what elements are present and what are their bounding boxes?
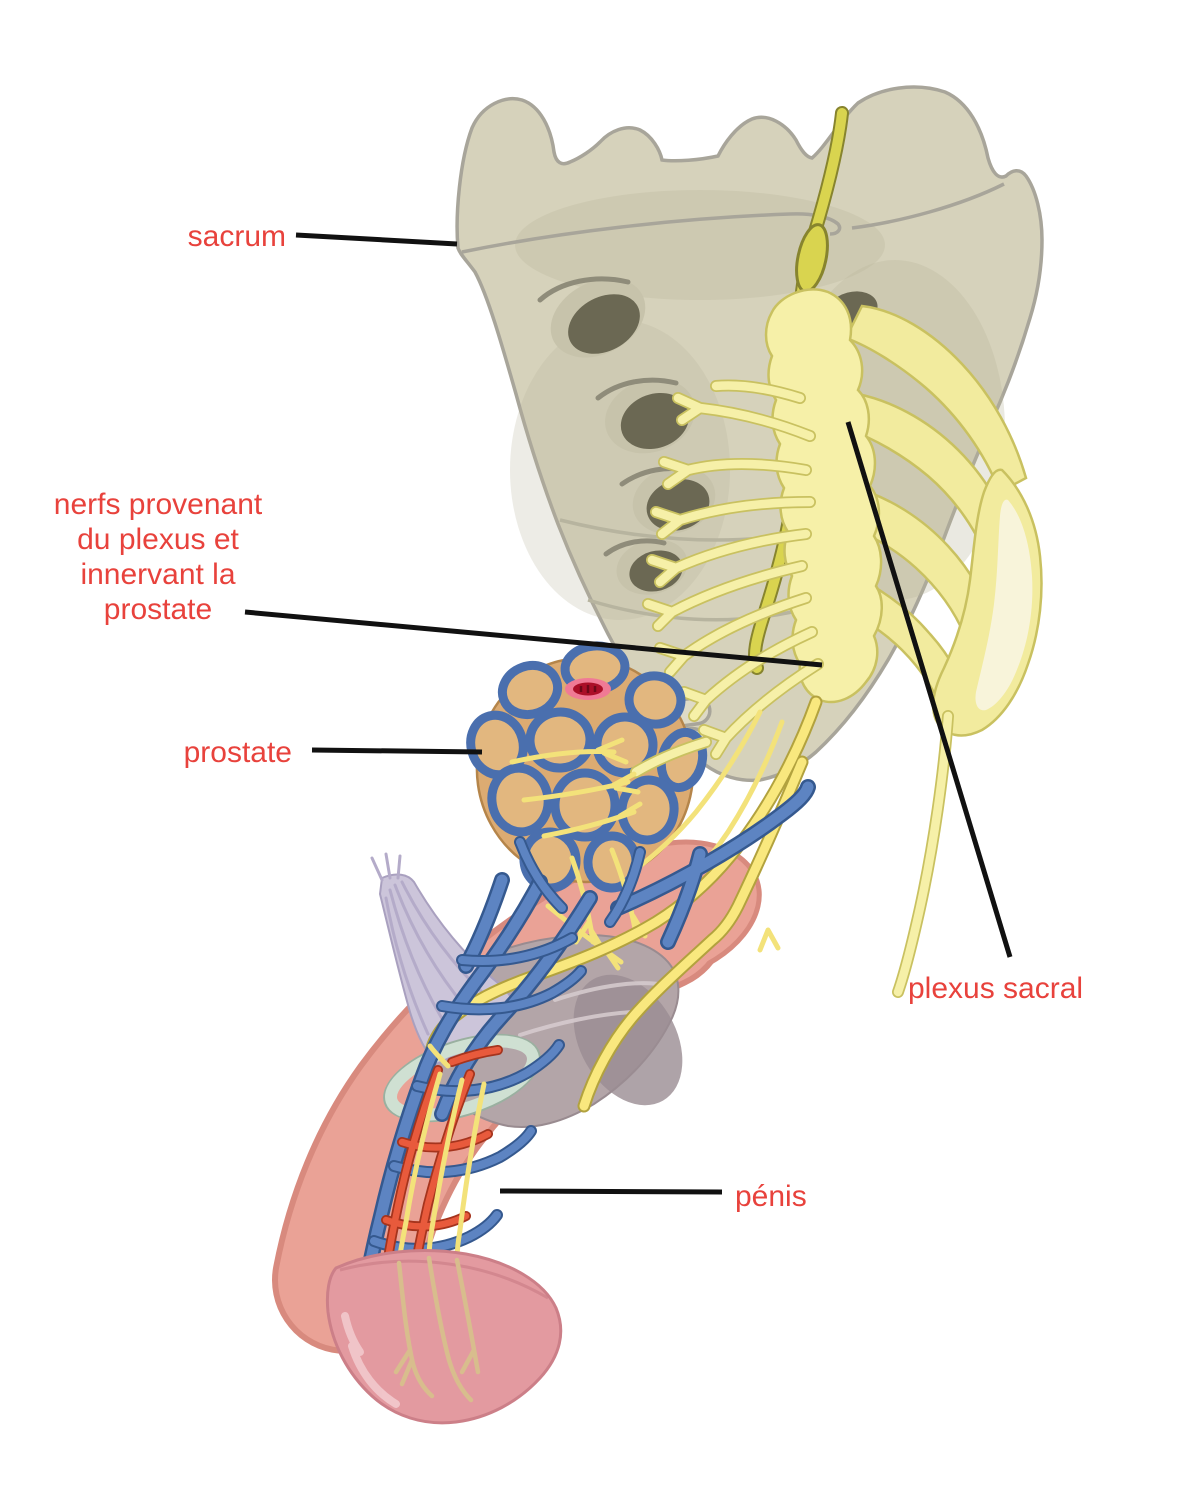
label-nerves-line2: du plexus et: [77, 523, 239, 556]
foramen: [568, 294, 640, 354]
label-prostate: prostate: [184, 736, 292, 769]
shaft-nerves: [396, 1043, 487, 1266]
fascia-band: [383, 1033, 541, 1123]
labels: sacrum nerfs provenant du plexus et inne…: [54, 220, 1083, 1213]
urethra-opening: [565, 678, 611, 700]
suspensory-ligament: [370, 852, 516, 1066]
leader-plexus: [845, 421, 1013, 958]
label-nerves-block: nerfs provenant du plexus et innervant l…: [54, 488, 263, 626]
leader-lines: [244, 232, 1013, 1195]
label-nerves-line4: prostate: [104, 593, 212, 626]
leader-sacrum: [295, 232, 458, 247]
label-sacrum: sacrum: [188, 220, 286, 253]
label-penis: pénis: [735, 1180, 807, 1213]
leader-nerves: [244, 609, 823, 668]
glans-nerves: [393, 1255, 481, 1403]
bone-ridge: [461, 212, 842, 254]
label-nerves-line3: innervant la: [80, 558, 235, 591]
prostatic-nerve-web: [509, 737, 648, 971]
prostate-lobules: [466, 641, 708, 893]
prostate-gland: [466, 641, 708, 893]
sciatic-nerve-inner: [975, 499, 1033, 711]
foramen: [620, 392, 690, 450]
label-plexus: plexus sacral: [908, 972, 1083, 1005]
bone-ridge: [851, 182, 1005, 230]
leader-prostate: [311, 747, 483, 755]
leader-penis: [499, 1188, 723, 1195]
label-nerves-line1: nerfs provenant: [54, 488, 263, 521]
sacral-plexus-sheet: [842, 304, 1043, 737]
glans-penis: [325, 1249, 563, 1425]
bone-shading: [515, 190, 885, 300]
